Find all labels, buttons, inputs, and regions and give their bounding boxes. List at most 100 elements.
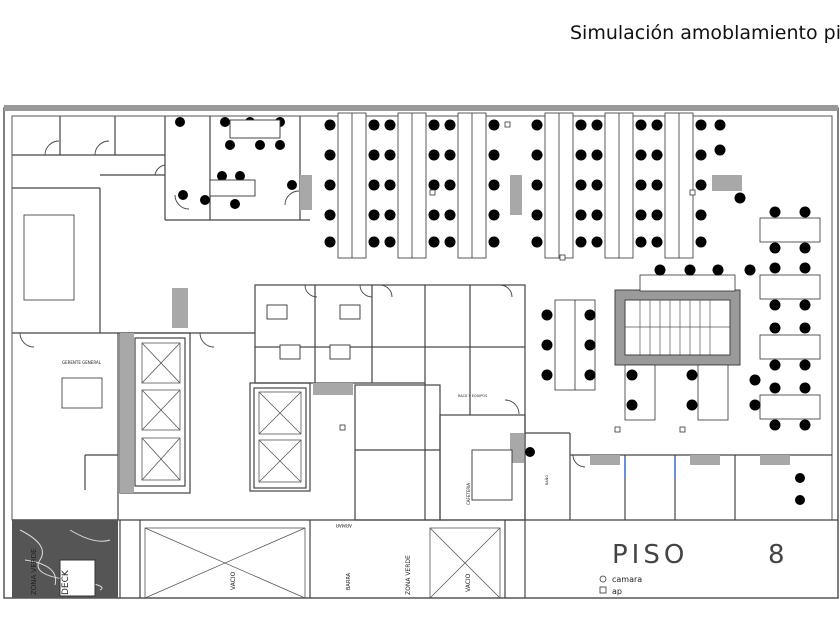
chair (769, 206, 781, 218)
label-gerente: GERENTE GENERAL (62, 360, 102, 365)
chair (695, 179, 707, 191)
label-cafeteria: CAFETERIA (466, 483, 471, 505)
chair (769, 299, 781, 311)
floor-title: PISO 8 (612, 540, 785, 570)
chair (384, 149, 396, 161)
chair (368, 179, 380, 191)
chair (488, 149, 500, 161)
chair (695, 149, 707, 161)
deck-area (19, 529, 111, 597)
chair (575, 149, 587, 161)
chair (795, 473, 805, 483)
workstation-desks (23, 112, 821, 421)
chair (575, 236, 587, 248)
chair (384, 119, 396, 131)
label-zona-verde-right: ZONA VERDE (405, 555, 412, 595)
label-racks: RACK Y EQUIPOS (458, 394, 488, 398)
chair (635, 209, 647, 221)
chair (651, 119, 663, 131)
label-barra: BARRA (346, 572, 352, 590)
chair (799, 242, 811, 254)
chair (795, 495, 805, 505)
chair (220, 117, 230, 127)
chair (575, 119, 587, 131)
chair (324, 236, 336, 248)
chair (695, 236, 707, 248)
chair (635, 149, 647, 161)
chair (444, 179, 456, 191)
label-vacio-1: VACIO (230, 571, 237, 590)
chair (686, 399, 698, 411)
chair (584, 339, 596, 351)
chair (384, 179, 396, 191)
chair (255, 140, 265, 150)
square-icon (599, 586, 607, 594)
chair (591, 236, 603, 248)
chair (799, 262, 811, 274)
chair (541, 309, 553, 321)
chair (695, 209, 707, 221)
chair (444, 209, 456, 221)
chair (368, 209, 380, 221)
chair (591, 179, 603, 191)
chair (626, 369, 638, 381)
chair (541, 339, 553, 351)
chair (531, 119, 543, 131)
chair (799, 299, 811, 311)
circle-icon (599, 575, 607, 583)
chair (799, 382, 811, 394)
chair (428, 149, 440, 161)
chair (525, 447, 535, 457)
chair (651, 149, 663, 161)
chair (626, 399, 638, 411)
chair (695, 119, 707, 131)
door-swings (19, 140, 586, 468)
chair (531, 209, 543, 221)
room-labels: GERENTE GENERAL RACK Y EQUIPOS CAFETERIA… (30, 360, 549, 595)
chair (651, 179, 663, 191)
chair (444, 236, 456, 248)
chair (384, 209, 396, 221)
chair (531, 236, 543, 248)
legend-camara: camara (612, 575, 642, 584)
chair (428, 119, 440, 131)
chair (635, 179, 647, 191)
chair (575, 179, 587, 191)
ap-markers (339, 121, 696, 433)
piso-label: PISO (612, 540, 688, 570)
chair (368, 236, 380, 248)
label-vacio-2: VACIO (465, 573, 472, 592)
chair (651, 236, 663, 248)
chair (684, 264, 696, 276)
chair (488, 209, 500, 221)
chair (635, 236, 647, 248)
chair (769, 262, 781, 274)
chair (200, 195, 210, 205)
legend-ap: ap (612, 587, 622, 596)
chair (488, 179, 500, 191)
chair (769, 242, 781, 254)
chair (324, 209, 336, 221)
chair (651, 209, 663, 221)
legend: camara ap (599, 575, 642, 596)
chair (712, 264, 724, 276)
chair (531, 149, 543, 161)
label-deck: DECK (61, 569, 71, 595)
chair (324, 149, 336, 161)
chair (444, 119, 456, 131)
chair (384, 236, 396, 248)
chair (217, 171, 227, 181)
chair (714, 144, 726, 156)
chair (591, 119, 603, 131)
chair (635, 119, 647, 131)
label-bano: BAÑO (544, 475, 549, 485)
chair (734, 192, 746, 204)
chair (324, 179, 336, 191)
chair (749, 399, 761, 411)
label-armar: ARMAR (336, 522, 352, 528)
chair (591, 149, 603, 161)
chair (428, 236, 440, 248)
meeting-tables (209, 119, 513, 501)
chair (235, 171, 245, 181)
